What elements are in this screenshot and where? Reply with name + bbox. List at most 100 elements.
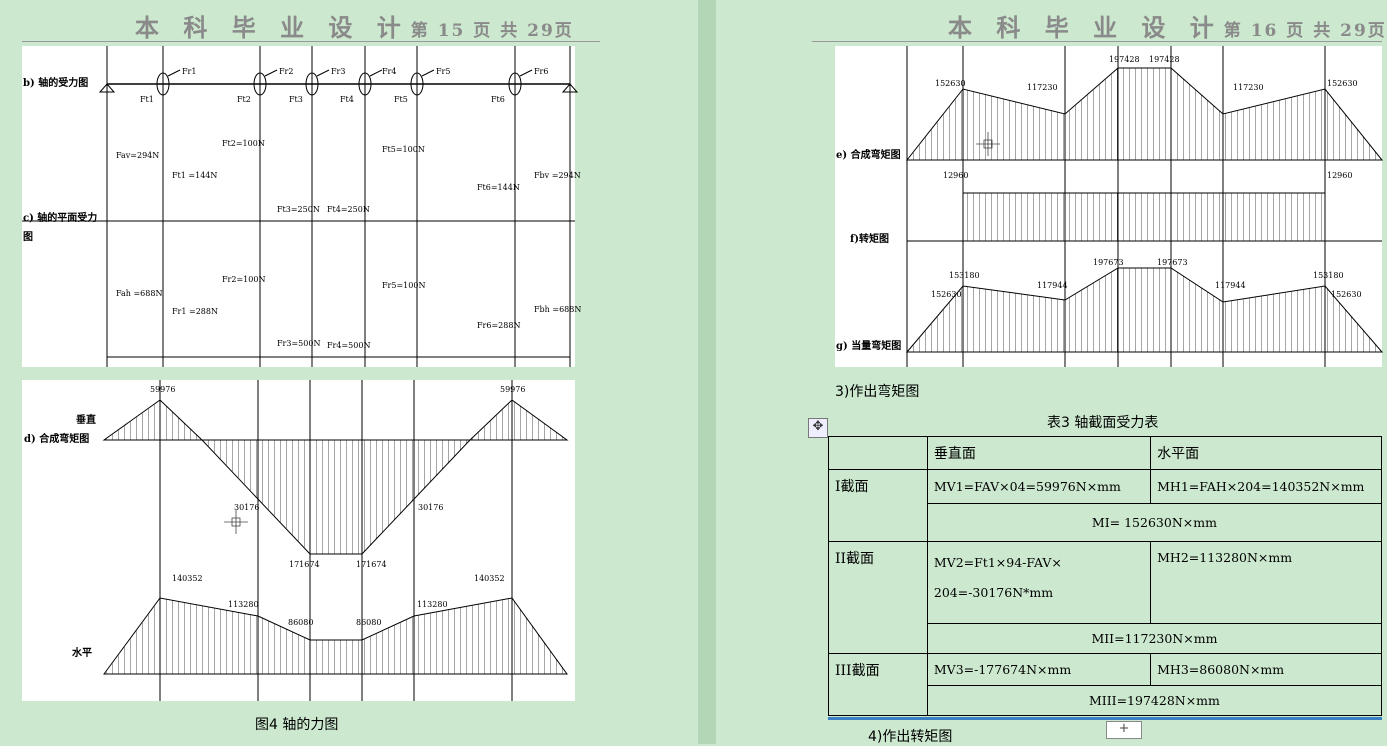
e-val-4: 197428 <box>1149 55 1180 64</box>
row-3-name[interactable]: III截面 <box>828 653 928 716</box>
g-val-6: 117944 <box>1215 281 1246 290</box>
load-fr4: Fr4=500N <box>327 341 370 350</box>
h-val-5: 113280 <box>417 600 448 609</box>
row-2-vertical-line1: MV2=Ft1×94-FAV× <box>933 555 1062 570</box>
row-2-vertical-line2: 204=-30176N*mm <box>933 585 1054 600</box>
row-3-vertical[interactable]: MV3=-177674N×mm <box>926 653 1152 686</box>
h-val-3: 86080 <box>288 618 313 627</box>
v-val-5: 171674 <box>289 560 320 569</box>
section-force-table: 垂直面 水平面 I截面 MV1=FAV×04=59976N×mm MH1=FAH… <box>828 436 1383 716</box>
left-header: 本 科 毕 业 设 计第 15 页 共 29页 <box>135 13 574 42</box>
load-fah: Fah =688N <box>116 289 162 298</box>
load-ft1: Ft1 =144N <box>172 171 217 180</box>
label-fr3: Fr3 <box>331 67 345 76</box>
label-fr5: Fr5 <box>436 67 450 76</box>
load-fbv: Fbv =294N <box>534 171 581 180</box>
g-val-3: 117944 <box>1037 281 1068 290</box>
load-ft5: Ft5=100N <box>382 145 425 154</box>
label-fr6: Fr6 <box>534 67 548 76</box>
shaft-force-svg: Fr1 Fr2 Fr3 Fr4 Fr5 Fr6 Ft1 Ft2 Ft3 Ft4 … <box>22 46 581 367</box>
left-page: 本 科 毕 业 设 计第 15 页 共 29页 <box>22 13 600 733</box>
moment-figure-efg: 152630 117230 197428 197428 117230 15263… <box>835 46 1384 367</box>
table-header-empty <box>828 436 928 470</box>
row-2-vertical[interactable]: MV2=Ft1×94-FAV× 204=-30176N*mm <box>926 541 1152 624</box>
table-selection-line <box>828 717 1382 720</box>
row-1-horizontal[interactable]: MH1=FAH×204=140352N×mm <box>1150 469 1382 504</box>
label-fr4: Fr4 <box>382 67 396 76</box>
label-ft2: Ft2 <box>237 95 251 104</box>
load-fav: Fav=294N <box>116 151 159 160</box>
row-2-horizontal[interactable]: MH2=113280N×mm <box>1150 541 1382 624</box>
section-4-heading: 4)作出转矩图 <box>868 729 953 745</box>
label-ft3: Ft3 <box>289 95 303 104</box>
load-fr2: Fr2=100N <box>222 275 265 284</box>
shaft-force-figure: Fr1 Fr2 Fr3 Fr4 Fr5 Fr6 Ft1 Ft2 Ft3 Ft4 … <box>22 46 581 367</box>
moment-figure-d: 59976 59976 30176 30176 171674 171674 14… <box>22 380 575 701</box>
g-val-4: 197673 <box>1093 258 1124 267</box>
label-c: c) 轴的平面受力 <box>23 211 97 224</box>
row-1-vertical[interactable]: MV1=FAV×04=59976N×mm <box>926 469 1152 504</box>
load-fbh: Fbh =688N <box>534 305 581 314</box>
v-val-2: 59976 <box>500 385 525 394</box>
g-val-8: 152630 <box>1331 290 1362 299</box>
v-val-3: 30176 <box>234 503 259 512</box>
h-val-1: 140352 <box>172 574 203 583</box>
e-val-3: 197428 <box>1109 55 1140 64</box>
figure-caption: 图4 轴的力图 <box>255 717 339 733</box>
row-1-name[interactable]: I截面 <box>828 469 928 542</box>
e-val-2: 117230 <box>1027 83 1058 92</box>
right-header: 本 科 毕 业 设 计第 16 页 共 29页 <box>948 13 1387 42</box>
label-d: d) 合成弯矩图 <box>24 432 89 445</box>
load-fr3: Fr3=500N <box>277 339 320 348</box>
table-header-vertical[interactable]: 垂直面 <box>926 436 1152 470</box>
label-horizontal: 水平 <box>71 646 92 659</box>
left-header-rule <box>22 41 600 42</box>
table-header-horizontal[interactable]: 水平面 <box>1150 436 1382 470</box>
h-val-2: 113280 <box>228 600 259 609</box>
f-val-2: 12960 <box>1327 171 1352 180</box>
right-header-rule <box>812 41 1382 42</box>
v-val-6: 171674 <box>356 560 387 569</box>
label-ft4: Ft4 <box>340 95 354 104</box>
load-fr1: Fr1 =288N <box>172 307 218 316</box>
f-val-1: 12960 <box>943 171 968 180</box>
e-val-6: 152630 <box>1327 79 1358 88</box>
label-e: e) 合成弯矩图 <box>836 148 901 161</box>
load-fr6: Fr6=288N <box>477 321 520 330</box>
row-3-horizontal[interactable]: MH3=86080N×mm <box>1150 653 1382 686</box>
label-g: g) 当量弯矩图 <box>836 339 901 352</box>
label-ft1: Ft1 <box>140 95 154 104</box>
label-f: f)转矩图 <box>850 232 889 245</box>
row-3-total[interactable]: MIII=197428N×mm <box>926 685 1383 716</box>
crosshair-icon <box>224 510 248 534</box>
label-ft6: Ft6 <box>491 95 505 104</box>
table-move-handle-icon[interactable]: ✥ <box>808 418 828 438</box>
moment-svg-efg: 152630 117230 197428 197428 117230 15263… <box>905 46 1384 367</box>
row-1-total[interactable]: MI= 152630N×mm <box>926 503 1383 542</box>
load-ft4: Ft4=250N <box>327 205 370 214</box>
label-ft5: Ft5 <box>394 95 408 104</box>
load-ft2: Ft2=100N <box>222 139 265 148</box>
fig3-labels: e) 合成弯矩图 f)转矩图 g) 当量弯矩图 <box>836 148 901 352</box>
row-2-name[interactable]: II截面 <box>828 541 928 654</box>
load-ft6: Ft6=144N <box>477 183 520 192</box>
e-val-5: 117230 <box>1233 83 1264 92</box>
page-gap <box>698 0 716 744</box>
section-3-heading: 3)作出弯矩图 <box>835 384 920 400</box>
e-val-1: 152630 <box>935 79 966 88</box>
table-title: 表3 轴截面受力表 <box>1047 415 1159 431</box>
crosshair-icon-right <box>976 132 1000 156</box>
g-val-7: 153180 <box>1313 271 1344 280</box>
row-2-total[interactable]: MII=117230N×mm <box>926 623 1383 654</box>
v-val-1: 59976 <box>150 385 175 394</box>
moment-svg-d: 59976 59976 30176 30176 171674 171674 14… <box>24 380 569 701</box>
load-ft3: Ft3=250N <box>277 205 320 214</box>
g-val-5: 197673 <box>1157 258 1188 267</box>
g-val-2: 152630 <box>931 290 962 299</box>
label-b: b) 轴的受力图 <box>23 76 88 89</box>
label-vertical: 垂直 <box>76 413 96 426</box>
add-row-button[interactable]: + <box>1106 721 1142 739</box>
v-val-4: 30176 <box>418 503 443 512</box>
h-val-4: 86080 <box>356 618 381 627</box>
label-fr2: Fr2 <box>279 67 293 76</box>
